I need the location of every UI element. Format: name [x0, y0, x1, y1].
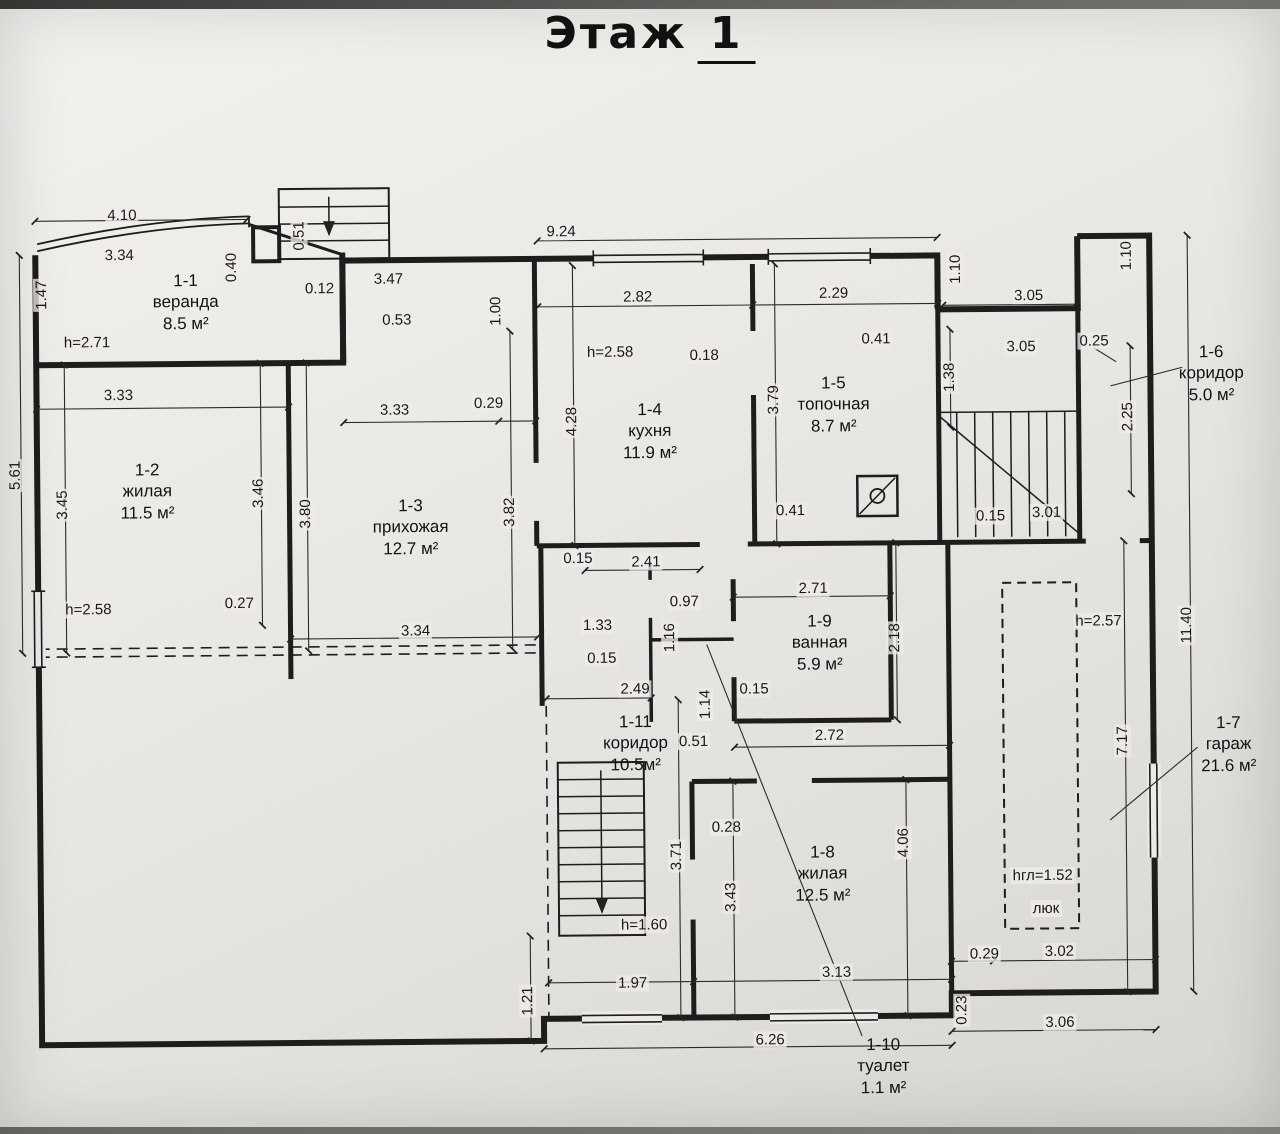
dimension-label: 0.41 — [773, 502, 808, 520]
dimension-label: 3.82 — [500, 495, 519, 529]
photo-edge-bottom — [0, 1127, 1280, 1134]
dimension-label: 0.27 — [222, 594, 256, 613]
dimension-label: люк — [1030, 899, 1062, 918]
dimension-label: 0.28 — [709, 818, 743, 836]
dimension-label: 3.05 — [1004, 338, 1038, 356]
dimension-label: 9.24 — [544, 223, 578, 241]
dimension-label: 3.80 — [296, 497, 315, 531]
lower-stairs — [556, 760, 647, 937]
dimension-label: 7.17 — [1113, 724, 1132, 758]
dimension-label: 3.34 — [102, 246, 136, 265]
dimension-label: 3.01 — [1029, 503, 1064, 522]
dimension-label: h=2.57 — [1073, 612, 1124, 630]
dimension-label: 3.43 — [722, 880, 740, 914]
dimension-label: 1.14 — [696, 687, 714, 722]
dashed-openings — [38, 644, 550, 1019]
photo-edge-top — [0, 0, 1280, 9]
dimension-label: 2.29 — [816, 284, 851, 302]
dimension-label: 3.05 — [1011, 286, 1046, 305]
dimension-label: 0.29 — [967, 945, 1002, 963]
title-word: Этаж — [544, 8, 688, 59]
dimension-label: 11.40 — [1177, 604, 1196, 646]
dimension-label: 1.33 — [580, 616, 615, 635]
dimension-label: 2.72 — [812, 726, 847, 744]
dimension-label: 3.45 — [53, 488, 72, 522]
dimension-label: 1.00 — [487, 294, 505, 328]
dimension-label: h=2.71 — [61, 334, 113, 352]
dimension-label: h=1.60 — [618, 916, 670, 934]
porch-steps — [251, 187, 391, 264]
dimension-label: 3.33 — [101, 386, 136, 405]
dimension-label: 1.16 — [660, 621, 679, 655]
dimension-label: 3.79 — [764, 383, 783, 417]
upper-stairs — [940, 410, 1079, 538]
dimension-label: 0.18 — [687, 346, 721, 365]
dimension-label: 5.61 — [6, 458, 24, 493]
dimension-label: 3.34 — [398, 622, 433, 640]
dimension-label: h=2.58 — [63, 601, 114, 619]
dimension-label: 4.10 — [105, 206, 139, 225]
dimension-label: 2.49 — [618, 680, 652, 698]
dimension-label: 2.18 — [885, 621, 904, 655]
dimension-label: 3.71 — [667, 839, 686, 873]
dimension-label: 3.13 — [819, 963, 854, 981]
inspection-pit — [1001, 581, 1081, 930]
dimension-label: 6.26 — [753, 1031, 787, 1049]
dimension-label: 3.02 — [1042, 942, 1077, 960]
dimension-label: 0.15 — [561, 549, 595, 568]
dimension-label: 1.47 — [32, 278, 51, 312]
dimension-label: 0.41 — [859, 330, 893, 348]
dimension-label: 1.97 — [615, 974, 650, 992]
dimension-label: 3.33 — [377, 401, 412, 419]
dimension-label: 1.10 — [946, 252, 965, 286]
interior-walls — [285, 255, 1152, 1018]
title-number: 1 — [697, 8, 756, 64]
dimension-label: 0.97 — [667, 592, 701, 611]
dimension-label: 1.10 — [1117, 239, 1135, 273]
dimension-label: 2.82 — [620, 288, 655, 306]
dimension-label: 4.06 — [894, 826, 913, 860]
dimension-label: 3.06 — [1043, 1013, 1077, 1031]
dimension-label: 3.46 — [249, 476, 267, 511]
dimension-label: hгл=1.52 — [1010, 866, 1075, 885]
dimension-label: h=2.58 — [584, 343, 636, 361]
dimension-label: 1.38 — [940, 360, 959, 394]
dimension-label: 0.53 — [380, 311, 414, 329]
dimension-label: 0.15 — [737, 680, 771, 698]
dimension-label: 0.29 — [471, 394, 506, 412]
dimension-label: 2.25 — [1119, 400, 1137, 434]
dimension-label: 0.12 — [302, 280, 337, 298]
dimension-label: 0.15 — [973, 507, 1008, 525]
dimension-label: 0.25 — [1077, 332, 1111, 350]
dimension-label: 0.51 — [290, 219, 308, 253]
dimension-label: 2.71 — [796, 579, 830, 598]
dimension-label: 1.21 — [519, 984, 537, 1018]
dimension-label: 0.51 — [676, 732, 711, 751]
dimension-label: 0.15 — [585, 649, 619, 667]
dimension-label: 2.41 — [629, 553, 663, 571]
dimension-label: 3.47 — [371, 270, 406, 288]
dimension-label: 0.40 — [222, 250, 241, 285]
flue-symbol — [855, 474, 899, 518]
dimension-label: 4.28 — [563, 404, 581, 439]
dimension-label: 0.23 — [953, 993, 971, 1027]
